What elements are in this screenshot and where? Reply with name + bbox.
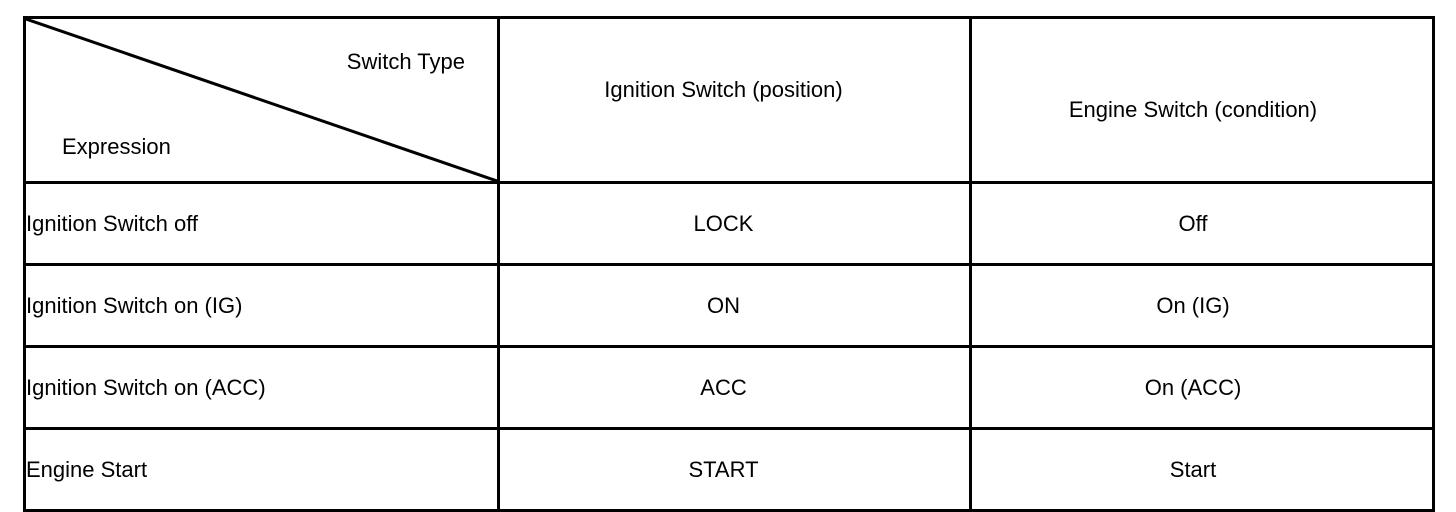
header-corner-cell: Switch Type Expression xyxy=(23,16,500,184)
cell-ignition-switch-position: ACC xyxy=(497,345,972,430)
header-ignition-switch-cell: Ignition Switch (position) xyxy=(497,16,972,184)
cell-value: On (ACC) xyxy=(1144,374,1242,400)
cell-value: START xyxy=(688,456,759,482)
header-engine-switch-cell: Engine Switch (condition) xyxy=(969,16,1435,184)
table-header-row: Switch Type Expression Ignition Switch (… xyxy=(23,16,1435,184)
header-ignition-switch-label: Ignition Switch (position) xyxy=(604,77,843,103)
table-row: Ignition Switch off LOCK Off xyxy=(23,181,1435,266)
cell-expression: Engine Start xyxy=(23,427,500,512)
cell-value: On (IG) xyxy=(1156,292,1230,318)
cell-ignition-switch-position: LOCK xyxy=(497,181,972,266)
cell-engine-switch-condition: Off xyxy=(969,181,1435,266)
cell-value: ON xyxy=(707,292,740,318)
cell-engine-switch-condition: On (IG) xyxy=(969,263,1435,348)
cell-engine-switch-condition: Start xyxy=(969,427,1435,512)
cell-ignition-switch-position: START xyxy=(497,427,972,512)
header-switch-type-label: Switch Type xyxy=(346,49,465,74)
table-row: Ignition Switch on (IG) ON On (IG) xyxy=(23,263,1435,348)
table-row: Ignition Switch on (ACC) ACC On (ACC) xyxy=(23,345,1435,430)
table-row: Engine Start START Start xyxy=(23,427,1435,512)
cell-expression: Ignition Switch on (ACC) xyxy=(23,345,500,430)
cell-engine-switch-condition: On (ACC) xyxy=(969,345,1435,430)
cell-value: Start xyxy=(1169,456,1217,482)
header-expression-label: Expression xyxy=(62,133,171,159)
cell-value: LOCK xyxy=(693,210,754,236)
cell-ignition-switch-position: ON xyxy=(497,263,972,348)
header-engine-switch-label: Engine Switch (condition) xyxy=(1068,97,1318,123)
switch-type-table: Switch Type Expression Ignition Switch (… xyxy=(23,16,1435,512)
cell-expression: Ignition Switch on (IG) xyxy=(23,263,500,348)
cell-expression: Ignition Switch off xyxy=(23,181,500,266)
cell-value: ACC xyxy=(700,374,747,400)
cell-value: Off xyxy=(1178,210,1208,236)
